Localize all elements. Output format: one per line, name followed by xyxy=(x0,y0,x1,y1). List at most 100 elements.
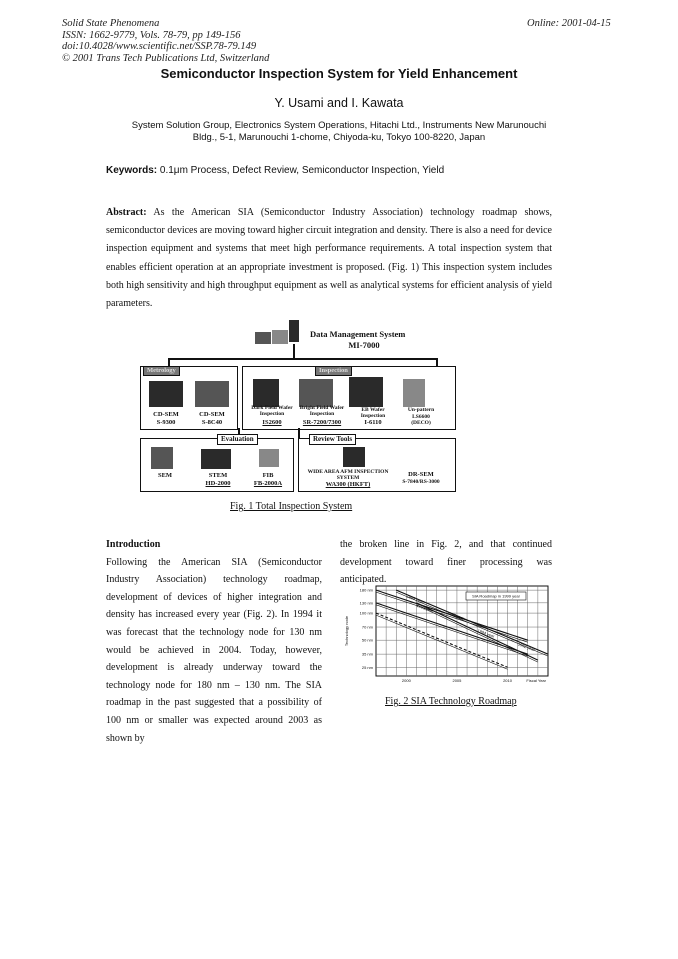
metrology-tag: Metrology xyxy=(143,366,180,376)
figure-2-caption: Fig. 2 SIA Technology Roadmap xyxy=(385,696,517,707)
unpattern-model: LS6600 xyxy=(412,414,430,420)
series-annotation: 1999 year xyxy=(406,593,425,604)
fib-image xyxy=(259,449,279,467)
series-line-band xyxy=(375,591,528,643)
legend-box xyxy=(465,591,527,601)
afm-image xyxy=(343,447,365,467)
stem-image xyxy=(201,449,231,469)
afm-name: WIDE AREA AFM INSPECTION SYSTEM xyxy=(307,469,389,481)
dms-model: MI-7000 xyxy=(348,340,380,350)
x-tick-label: 2000 xyxy=(402,678,412,683)
abstract: Abstract: As the American SIA (Semicondu… xyxy=(106,204,552,313)
intro-right-column: the broken line in Fig. 2, and that cont… xyxy=(340,536,552,589)
inspection-tag: Inspection xyxy=(315,366,352,376)
drsem-name: DR-SEM xyxy=(408,471,434,478)
y-axis-label: Technology node xyxy=(344,615,349,646)
running-header: Solid State Phenomena ISSN: 1662-9779, V… xyxy=(62,18,269,64)
bus-drop-left xyxy=(168,358,170,368)
y-tick-label: 180 nm xyxy=(360,588,374,593)
afm-model: WA300 (HKFT) xyxy=(325,481,371,488)
series-line xyxy=(416,602,539,661)
paper-authors: Y. Usami and I. Kawata xyxy=(274,96,404,110)
tower-icon xyxy=(289,320,299,342)
series-annotation: 2001 year xyxy=(416,603,435,614)
intro-right-text: the broken line in Fig. 2, and that cont… xyxy=(340,539,552,586)
chart-frame xyxy=(375,585,549,677)
figure-1-caption: Fig. 1 Total Inspection System xyxy=(230,501,353,512)
keywords-text: 0.1μm Process, Defect Review, Semiconduc… xyxy=(159,165,445,176)
eb-wafer-model: I-6110 xyxy=(364,419,382,426)
series-line-band xyxy=(375,614,508,670)
y-tick-label: 25 nm xyxy=(362,665,374,670)
review-connector xyxy=(298,428,300,438)
y-tick-label: 130 nm xyxy=(360,600,374,605)
y-tick-label: 35 nm xyxy=(362,652,374,657)
dark-field-model: IS2600 xyxy=(262,419,282,426)
stem-name: STEM xyxy=(208,472,228,479)
issn-line: ISSN: 1662-9779, Vols. 78-79, pp 149-156 xyxy=(62,29,241,41)
series-line xyxy=(375,612,508,668)
series-annotation: 1992 year xyxy=(517,641,536,652)
cdsem-1-model: S-9300 xyxy=(156,419,176,426)
evaluation-tag: Evaluation xyxy=(217,434,258,445)
figure-1-diagram: Data Management System MI-7000 Metrology… xyxy=(138,316,458,500)
evaluation-group: Evaluation SEM STEM HD-2000 FIB FB-2000A xyxy=(140,434,294,492)
intro-left-column: Introduction Following the American SIA … xyxy=(106,536,322,747)
y-tick-label: 70 nm xyxy=(362,625,374,630)
legend-label: SIA Roadmap in 1999 year xyxy=(472,594,520,599)
abstract-label: Abstract: xyxy=(106,207,147,218)
bus-drop-right xyxy=(436,358,438,368)
monitor-icon xyxy=(272,330,288,344)
review-tools-group: Review Tools WIDE AREA AFM INSPECTION SY… xyxy=(298,434,456,492)
unpattern-name: Un-pattern xyxy=(407,407,435,413)
review-tools-tag: Review Tools xyxy=(309,434,357,445)
y-tick-label: 50 nm xyxy=(362,638,374,643)
inspection-group: Inspection Dark Field Wafer Inspection I… xyxy=(242,366,456,430)
x-axis-label: Fiscal Year xyxy=(526,678,546,683)
drsem-model: S-7840/RS-3000 xyxy=(402,479,440,485)
eval-connector xyxy=(238,428,240,438)
cdsem-1-image xyxy=(149,381,183,407)
fib-name: FIB xyxy=(262,472,274,479)
network-line xyxy=(293,344,295,358)
x-tick-label: 2005 xyxy=(452,678,462,683)
doi-line: doi:10.4028/www.scientific.net/SSP.78-79… xyxy=(62,41,257,52)
bright-field-name: Bright Field Wafer Inspection xyxy=(299,405,345,417)
metrology-group: Metrology CD-SEM S-9300 CD-SEM S-8C40 xyxy=(140,366,238,430)
keywords-label: Keywords: xyxy=(106,165,158,176)
unpattern-image xyxy=(403,379,425,407)
eb-wafer-name: EB Wafer Inspection xyxy=(360,407,386,419)
cdsem-2-model: S-8C40 xyxy=(201,419,223,426)
paper-title: Semiconductor Inspection System for Yiel… xyxy=(160,66,518,81)
cdsem-2-name: CD-SEM xyxy=(199,411,225,418)
unpattern-deco: (DECO) xyxy=(411,420,431,426)
intro-heading: Introduction xyxy=(106,539,161,550)
dms-title: Data Management System xyxy=(310,329,406,339)
figure-2-chart: 180 nm 130 nm 100 nm 70 nm 50 nm 35 nm 25 nm 20… xyxy=(344,585,549,683)
affiliation-line-1: System Solution Group, Electronics Syste… xyxy=(131,120,547,131)
series-annotation: 1994 year xyxy=(477,628,496,639)
keywords: Keywords: 0.1μm Process, Defect Review, … xyxy=(106,165,444,176)
eb-wafer-image xyxy=(349,377,383,407)
intro-left-text: Following the American SIA (Semiconducto… xyxy=(106,556,322,744)
bright-field-image xyxy=(299,379,333,407)
stem-model: HD-2000 xyxy=(205,480,231,487)
fib-model: FB-2000A xyxy=(253,480,283,487)
series-line-band xyxy=(375,604,528,657)
series-line-band xyxy=(416,604,539,663)
online-date: Online: 2001-04-15 xyxy=(527,18,611,29)
dark-field-name: Dark Field Wafer Inspection xyxy=(251,405,293,417)
y-tick-label: 100 nm xyxy=(360,611,374,616)
x-tick-label: 2010 xyxy=(503,678,513,683)
series-line xyxy=(375,589,528,641)
sem-name: SEM xyxy=(157,472,173,479)
network-bus xyxy=(168,358,438,360)
abstract-text: As the American SIA (Semiconductor Indus… xyxy=(106,207,552,310)
copyright-line: © 2001 Trans Tech Publications Ltd, Swit… xyxy=(62,52,270,64)
affiliation-line-2: Bldg., 5-1, Marunouchi 1-chome, Chiyoda-… xyxy=(192,132,486,143)
sem-image xyxy=(151,447,173,469)
server-icon xyxy=(255,332,271,344)
journal-name: Solid State Phenomena xyxy=(62,18,160,29)
bright-field-model: SR-7200/7300 xyxy=(302,419,342,426)
cdsem-2-image xyxy=(195,381,229,407)
